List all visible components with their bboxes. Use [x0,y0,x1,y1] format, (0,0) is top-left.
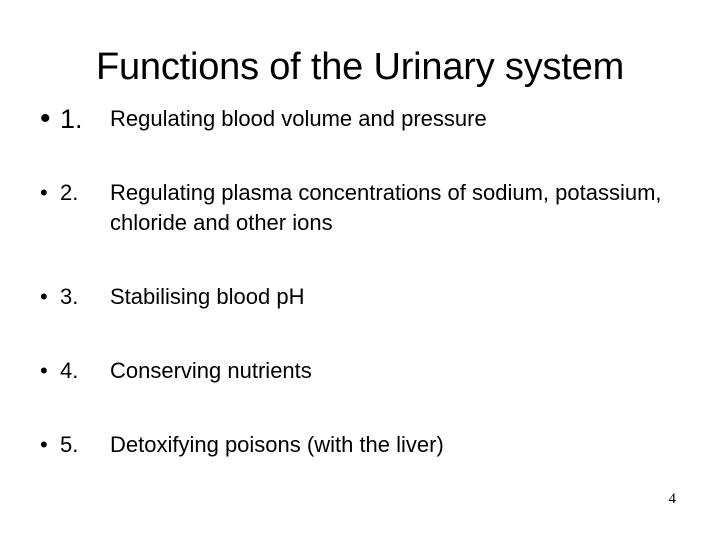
list-item[interactable]: • 3. Stabilising blood pH [40,282,700,312]
list-spacer [40,386,700,430]
bullet-icon: • [40,284,48,309]
bullet-list: • 1. Regulating blood volume and pressur… [40,104,700,460]
bullet-icon: • [40,358,48,383]
list-item-number: 2. [60,180,79,205]
list-spacer [40,134,700,178]
list-item-text: Stabilising blood pH [110,284,305,309]
list-item-text: Regulating blood volume and pressure [110,106,487,131]
bullet-icon: • [40,102,51,135]
list-item[interactable]: • 1. Regulating blood volume and pressur… [40,102,700,135]
list-item-number: 1. [60,104,83,134]
list-item[interactable]: • 2. Regulating plasma concentrations of… [40,178,700,238]
bullet-icon: • [40,180,48,205]
bullet-icon: • [40,432,48,457]
list-item-text: Conserving nutrients [110,358,312,383]
list-item-text: Regulating plasma concentrations of sodi… [110,180,662,235]
list-item-number: 5. [60,432,79,457]
list-spacer [40,312,700,356]
list-item[interactable]: • 4. Conserving nutrients [40,356,700,386]
list-item-number: 4. [60,358,79,383]
list-item[interactable]: • 5. Detoxifying poisons (with the liver… [40,430,700,460]
page-title: Functions of the Urinary system [95,46,625,88]
list-spacer [40,238,700,282]
page-number: 4 [668,491,677,507]
list-item-text: Detoxifying poisons (with the liver) [110,432,444,457]
list-item-number: 3. [60,284,79,309]
